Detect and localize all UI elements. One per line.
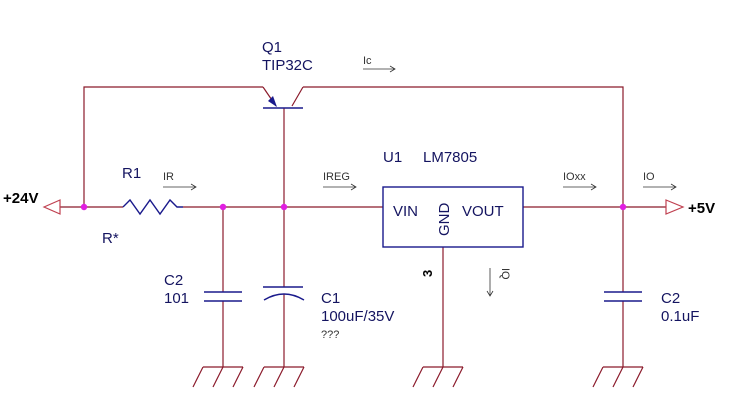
current-ic-label: Ic bbox=[363, 55, 372, 67]
u1-gnd-pin-number: 3 bbox=[420, 270, 435, 277]
c2-101-ref-label: C2 bbox=[164, 272, 183, 289]
junction-dot bbox=[219, 203, 227, 211]
c1-value-label: 100uF/35V bbox=[321, 308, 394, 325]
output-port-icon bbox=[665, 199, 685, 215]
current-ireg-arrow-icon bbox=[323, 183, 357, 191]
current-ic-arrow-icon bbox=[363, 65, 396, 73]
current-iq-arrow-icon bbox=[486, 268, 494, 297]
ground-symbols bbox=[192, 366, 644, 388]
transistor-q1[interactable] bbox=[262, 86, 304, 109]
current-io-label: IO bbox=[643, 171, 655, 183]
c1-ref-label: C1 bbox=[321, 290, 340, 307]
ground-icon bbox=[592, 366, 644, 388]
input-port-label: +24V bbox=[3, 190, 38, 207]
junctions bbox=[80, 203, 627, 211]
capacitor-c2-101[interactable] bbox=[204, 291, 242, 302]
junction-dot bbox=[280, 203, 288, 211]
capacitor-c2-0-1uf[interactable] bbox=[604, 291, 642, 302]
input-port-icon bbox=[42, 199, 61, 215]
u1-pin-gnd: GND bbox=[436, 203, 453, 237]
u1-ref-label: U1 bbox=[383, 149, 402, 166]
c1-note-label: ??? bbox=[321, 329, 339, 341]
c2-0-1uf-value-label: 0.1uF bbox=[661, 308, 699, 325]
resistor-r1[interactable] bbox=[122, 198, 183, 216]
wire-top-left bbox=[83, 86, 263, 207]
ground-icon bbox=[253, 366, 305, 388]
current-io-arrow-icon bbox=[643, 183, 677, 191]
ground-icon bbox=[192, 366, 244, 388]
c2-101-value-label: 101 bbox=[164, 290, 189, 307]
u1-part-label: LM7805 bbox=[423, 149, 477, 166]
current-ir-arrow-icon bbox=[163, 183, 197, 191]
ground-icon bbox=[412, 366, 464, 388]
r1-ref-label: R1 bbox=[122, 165, 141, 182]
q1-collector bbox=[291, 86, 304, 107]
wires bbox=[60, 86, 666, 367]
q1-ref-label: Q1 bbox=[262, 39, 282, 56]
q1-part-label: TIP32C bbox=[262, 57, 313, 74]
current-ireg-label: IREG bbox=[323, 171, 350, 183]
capacitor-c1[interactable] bbox=[263, 286, 305, 301]
r1-value-label: R* bbox=[102, 230, 119, 247]
u1-pin-vin: VIN bbox=[393, 203, 418, 220]
junction-dot bbox=[80, 203, 88, 211]
q1-emitter-arrow-icon bbox=[268, 96, 277, 107]
u1-pin-vout: VOUT bbox=[462, 203, 504, 220]
current-ioxx-arrow-icon bbox=[563, 183, 597, 191]
current-iq-label: IQ bbox=[499, 268, 511, 280]
junction-dot bbox=[619, 203, 627, 211]
current-annotations: Ic IR IREG IOxx IO IQ bbox=[163, 55, 677, 297]
current-ioxx-label: IOxx bbox=[563, 171, 586, 183]
output-port-label: +5V bbox=[688, 200, 715, 217]
regulator-u1[interactable] bbox=[382, 186, 524, 248]
wire-top-right bbox=[303, 86, 624, 207]
current-ir-label: IR bbox=[163, 171, 174, 183]
c2-0-1uf-ref-label: C2 bbox=[661, 290, 680, 307]
